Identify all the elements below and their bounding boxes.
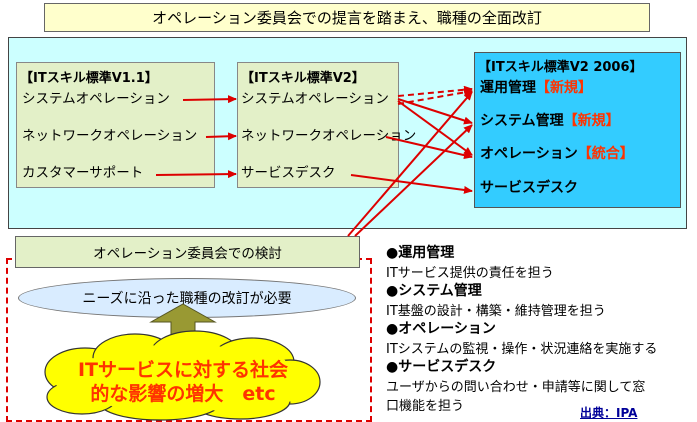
v2-2006-column [474,52,681,208]
legend-desc-operation: ITシステムの監視・操作・状況連絡を実施する [386,342,658,357]
arrow-committee-to-system-mgmt [354,124,473,237]
item-label: 運用管理 [480,80,536,96]
dashed-arrow-to-ops-mgmt-1 [397,85,473,97]
integrated-tag: 【統合】 [577,146,634,162]
arrow-v11-sysop-to-v2 [182,95,237,104]
v11-item-network-operation: ネットワークオペレーション [22,128,198,144]
arrow-v11-support-to-v2 [155,170,237,179]
legend-heading-service-desk: ●サービスデスク [386,359,497,375]
cloud-text-line-2: 的な影響の増大 etc [90,383,276,405]
v2-2006-item-service-desk: サービスデスク [480,181,578,195]
legend-heading-system-mgmt: ●システム管理 [386,283,482,299]
cloud-text-line-1: ITサービスに対する社会 [77,359,289,381]
dashed-arrow-to-ops-mgmt-2 [397,88,473,105]
committee-review-box: オペレーション委員会での検討 [15,236,360,268]
arrow-v2-sysop-to-operation [397,100,473,156]
v11-item-system-operation: システムオペレーション [22,91,170,107]
v2-2006-item-system-management: システム管理【新規】 [480,114,620,128]
diagram-title: オペレーション委員会での提言を踏まえ、職種の全面改訂 [44,3,650,32]
item-label: サービスデスク [480,180,578,196]
legend-desc-service-desk-line-1: ユーザからの問い合わせ・申請等に関して窓 [386,380,646,395]
v2-2006-item-operations-management: 運用管理【新規】 [480,81,592,95]
arrow-v11-netop-to-v2 [205,132,237,141]
cloud-fill [54,342,311,413]
legend-heading-operation: ●オペレーション [386,321,496,337]
legend-desc-system-mgmt: IT基盤の設計・構築・維持管理を担う [386,304,606,319]
cloud-text: ITサービスに対する社会 的な影響の増大 etc [52,358,314,406]
v2-heading: 【ITスキル標準V2】 [241,71,365,86]
arrow-committee-to-ops-mgmt [347,91,473,237]
arrow-v2-sysop-to-system-mgmt [397,98,473,125]
v2-column [237,62,399,188]
item-label: システム管理 [480,113,564,129]
item-label: オペレーション [480,146,578,162]
v11-heading: 【ITスキル標準V1.1】 [20,71,158,86]
legend-desc-service-desk-line-2: 口機能を担う [386,399,465,414]
v2-2006-heading: 【ITスキル標準V2 2006】 [478,60,643,75]
v2-item-system-operation: システムオペレーション [241,91,389,107]
new-tag: 【新規】 [563,113,620,129]
source-credit: 出典：IPA [580,406,638,420]
arrow-v2-netop-to-operation [385,136,473,160]
legend-desc-ops-mgmt: ITサービス提供の責任を担う [386,266,554,281]
new-tag: 【新規】 [536,80,592,96]
v2-item-service-desk: サービスデスク [241,165,336,181]
legend-heading-ops-mgmt: ●運用管理 [386,245,455,261]
v11-item-customer-support: カスタマーサポート [22,165,144,181]
v11-column [16,62,215,188]
v2-item-network-operation: ネットワークオペレーション [241,128,417,144]
v2-2006-item-operation: オペレーション【統合】 [480,147,634,161]
